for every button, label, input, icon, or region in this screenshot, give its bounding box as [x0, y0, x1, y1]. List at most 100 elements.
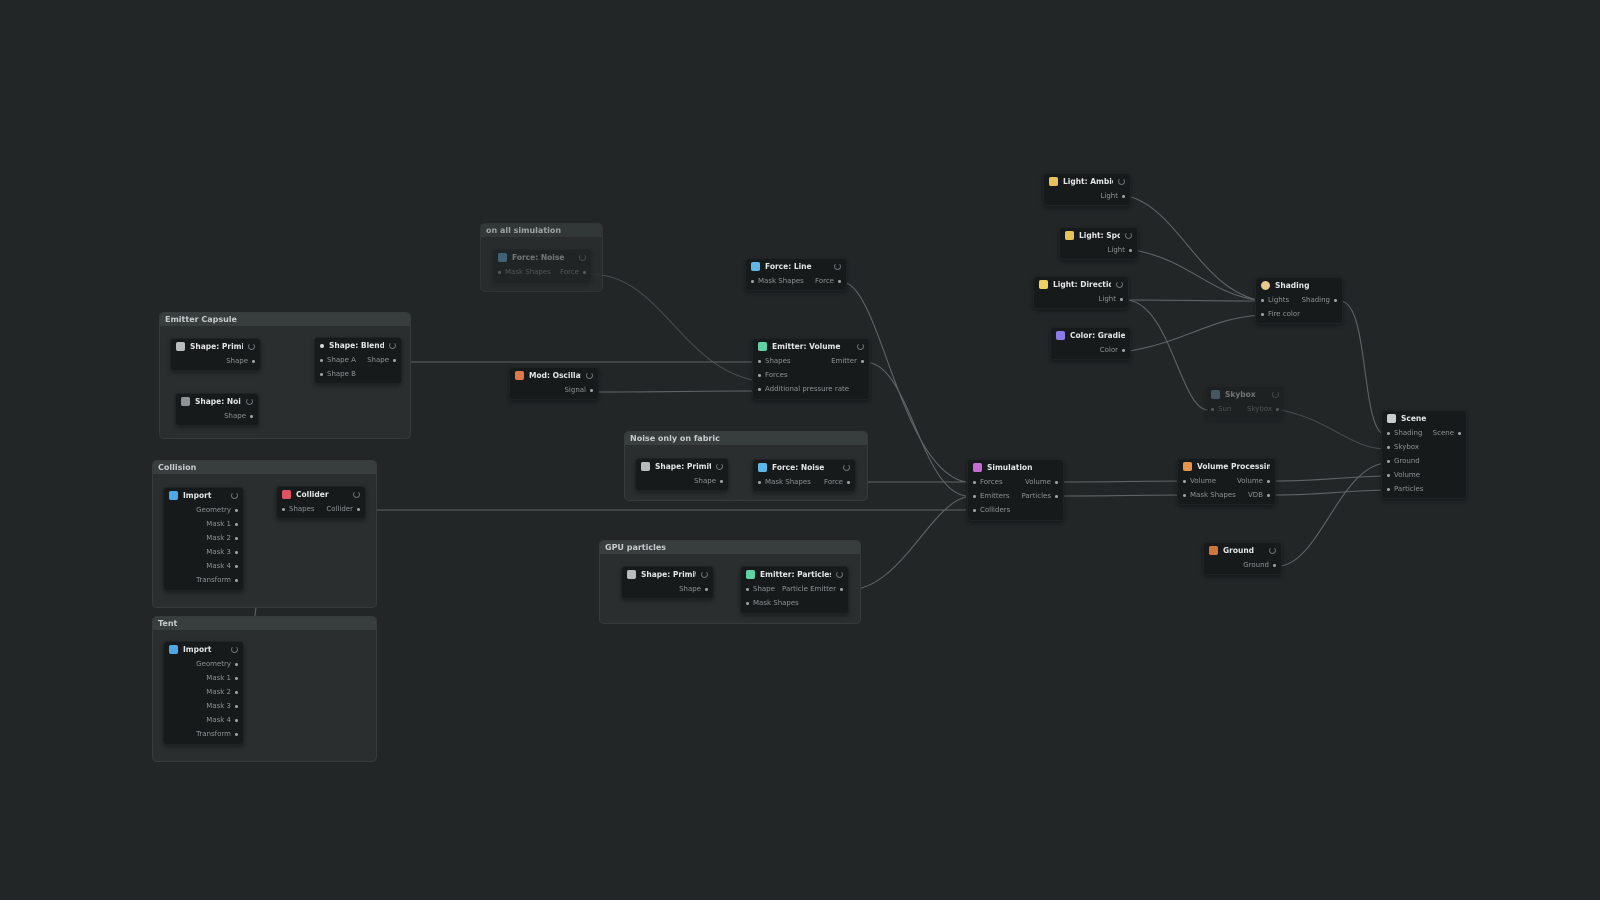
- node-ground[interactable]: Ground Ground: [1203, 542, 1282, 575]
- input-port[interactable]: [282, 507, 285, 511]
- refresh-icon[interactable]: [231, 646, 238, 653]
- output-port[interactable]: [1122, 348, 1125, 352]
- input-port[interactable]: [320, 358, 323, 362]
- refresh-icon[interactable]: [834, 263, 841, 270]
- output-port[interactable]: [1122, 194, 1125, 198]
- node-import-tent[interactable]: Import Geometry Mask 1 Mask 2 Mask 3 Mas…: [163, 641, 244, 745]
- input-port[interactable]: [758, 480, 761, 484]
- input-port[interactable]: [1261, 298, 1264, 302]
- output-port[interactable]: [1129, 248, 1132, 252]
- output-port[interactable]: [235, 732, 238, 736]
- output-port[interactable]: [235, 704, 238, 708]
- refresh-icon[interactable]: [248, 343, 255, 350]
- output-port[interactable]: [235, 718, 238, 722]
- output-port[interactable]: [252, 359, 255, 363]
- node-import-collision[interactable]: Import Geometry Mask 1 Mask 2 Mask 3 Mas…: [163, 487, 244, 591]
- input-port[interactable]: [746, 601, 749, 605]
- input-port[interactable]: [758, 359, 761, 363]
- node-shape-primitive-fabric[interactable]: Shape: Primitive Shape: [635, 458, 729, 491]
- refresh-icon[interactable]: [1125, 232, 1132, 239]
- input-port[interactable]: [758, 387, 761, 391]
- output-port[interactable]: [1334, 298, 1337, 302]
- refresh-icon[interactable]: [843, 464, 850, 471]
- refresh-icon[interactable]: [586, 372, 593, 379]
- output-port[interactable]: [235, 522, 238, 526]
- input-port[interactable]: [1387, 431, 1390, 435]
- node-mod-oscillator[interactable]: Mod: Oscillator Signal: [509, 367, 599, 400]
- output-port[interactable]: [1273, 563, 1276, 567]
- refresh-icon[interactable]: [1118, 178, 1125, 185]
- refresh-icon[interactable]: [353, 491, 360, 498]
- refresh-icon[interactable]: [579, 254, 586, 261]
- input-port[interactable]: [1183, 493, 1186, 497]
- output-port[interactable]: [235, 536, 238, 540]
- refresh-icon[interactable]: [1272, 391, 1279, 398]
- output-port[interactable]: [393, 358, 396, 362]
- node-light-ambient[interactable]: Light: Ambient Light: [1043, 173, 1131, 206]
- output-port[interactable]: [235, 550, 238, 554]
- output-port[interactable]: [235, 662, 238, 666]
- output-port[interactable]: [235, 578, 238, 582]
- refresh-icon[interactable]: [389, 342, 396, 349]
- output-port[interactable]: [235, 508, 238, 512]
- input-port[interactable]: [751, 279, 754, 283]
- output-port[interactable]: [1055, 494, 1058, 498]
- output-port[interactable]: [705, 587, 708, 591]
- node-shape-primitive-gpu[interactable]: Shape: Primitive Shape: [621, 566, 714, 599]
- output-port[interactable]: [235, 690, 238, 694]
- refresh-icon[interactable]: [246, 398, 253, 405]
- output-port[interactable]: [590, 388, 593, 392]
- refresh-icon[interactable]: [836, 571, 843, 578]
- output-port[interactable]: [1276, 407, 1279, 411]
- output-port[interactable]: [861, 359, 864, 363]
- node-light-spot[interactable]: Light: Spot Light: [1059, 227, 1138, 260]
- refresh-icon[interactable]: [701, 571, 708, 578]
- input-port[interactable]: [1387, 487, 1390, 491]
- output-port[interactable]: [583, 270, 586, 274]
- refresh-icon[interactable]: [857, 343, 864, 350]
- node-shape-primitive[interactable]: Shape: Primitive Shape: [170, 338, 261, 371]
- refresh-icon[interactable]: [716, 463, 723, 470]
- input-port[interactable]: [973, 508, 976, 512]
- node-color-gradient[interactable]: Color: Gradient Color: [1050, 327, 1131, 360]
- output-port[interactable]: [847, 480, 850, 484]
- refresh-icon[interactable]: [231, 492, 238, 499]
- output-port[interactable]: [235, 676, 238, 680]
- input-port[interactable]: [1183, 479, 1186, 483]
- output-port[interactable]: [250, 414, 253, 418]
- input-port[interactable]: [1387, 459, 1390, 463]
- output-port[interactable]: [357, 507, 360, 511]
- output-port[interactable]: [838, 279, 841, 283]
- output-port[interactable]: [1120, 297, 1123, 301]
- refresh-icon[interactable]: [1116, 281, 1123, 288]
- input-port[interactable]: [973, 494, 976, 498]
- input-port[interactable]: [746, 587, 749, 591]
- output-port[interactable]: [1055, 480, 1058, 484]
- output-port[interactable]: [840, 587, 843, 591]
- input-port[interactable]: [973, 480, 976, 484]
- input-port[interactable]: [1387, 473, 1390, 477]
- output-port[interactable]: [1267, 493, 1270, 497]
- input-port[interactable]: [1387, 445, 1390, 449]
- node-shape-noise[interactable]: Shape: Noise Shape: [175, 393, 259, 426]
- output-port[interactable]: [720, 479, 723, 483]
- input-port[interactable]: [320, 372, 323, 376]
- refresh-icon[interactable]: [1269, 547, 1276, 554]
- input-port[interactable]: [1261, 312, 1264, 316]
- input-port[interactable]: [1211, 407, 1214, 411]
- output-port[interactable]: [1458, 431, 1461, 435]
- input-port[interactable]: [758, 373, 761, 377]
- output-port[interactable]: [1267, 479, 1270, 483]
